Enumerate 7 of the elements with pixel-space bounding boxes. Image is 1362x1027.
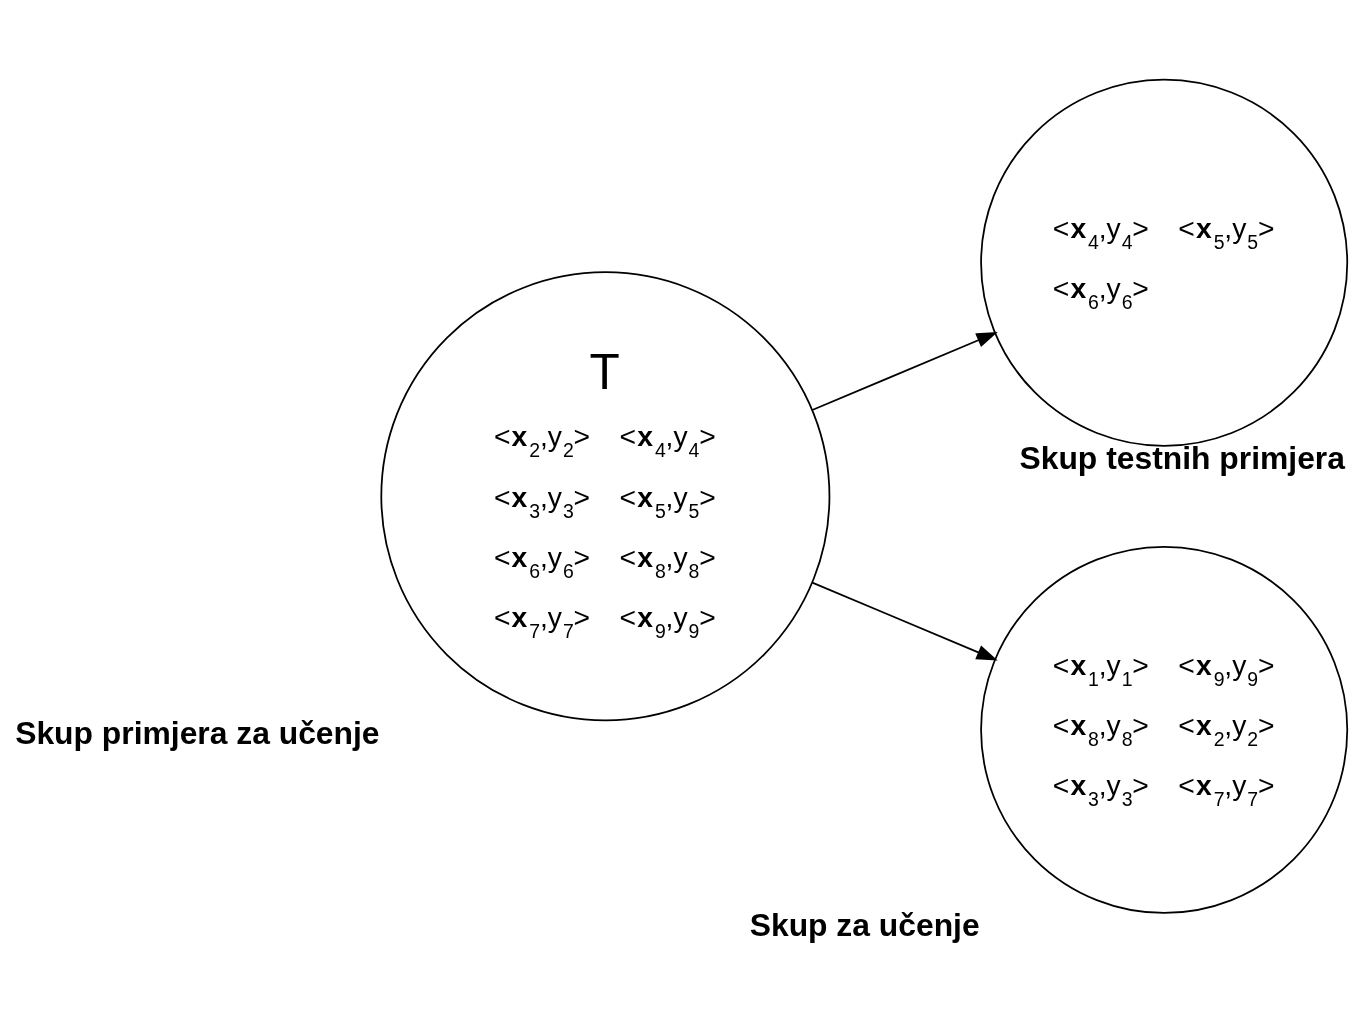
node-circle: <x$_{1}$,y$_{1}$> <x$_{9}$,y$_{9}$> <x$_{8}$,y$_{8}$> <x$_{2}$,y$_{2}$> <x$_{3}$,y$_{3}$> <x$_{7}$,y$_{7}$> [980, 545, 1349, 914]
arrow [811, 331, 998, 411]
node-label: Skup za učenje [749, 906, 980, 943]
arrow [811, 581, 998, 661]
node-circle: T <x$_{2}$,y$_{2}$> <x$_{4}$,y$_{4}$> <x$_{3}$,y$_{3}$> <x$_{5}$,y$_{5}$> <x$_{6}$,y$_{6}$> <x$_{8}$,y$_{8}$> <x$_{7}$,y$_{7}$> <x$_{9}$,y$_{9}$> [380, 270, 831, 721]
node-circle: <x$_{4}$,y$_{4}$> <x$_{5}$,y$_{5}$> <x$_{6}$,y$_{6}$> [980, 78, 1349, 447]
node-label: Skup primjera za učenje [15, 714, 380, 751]
